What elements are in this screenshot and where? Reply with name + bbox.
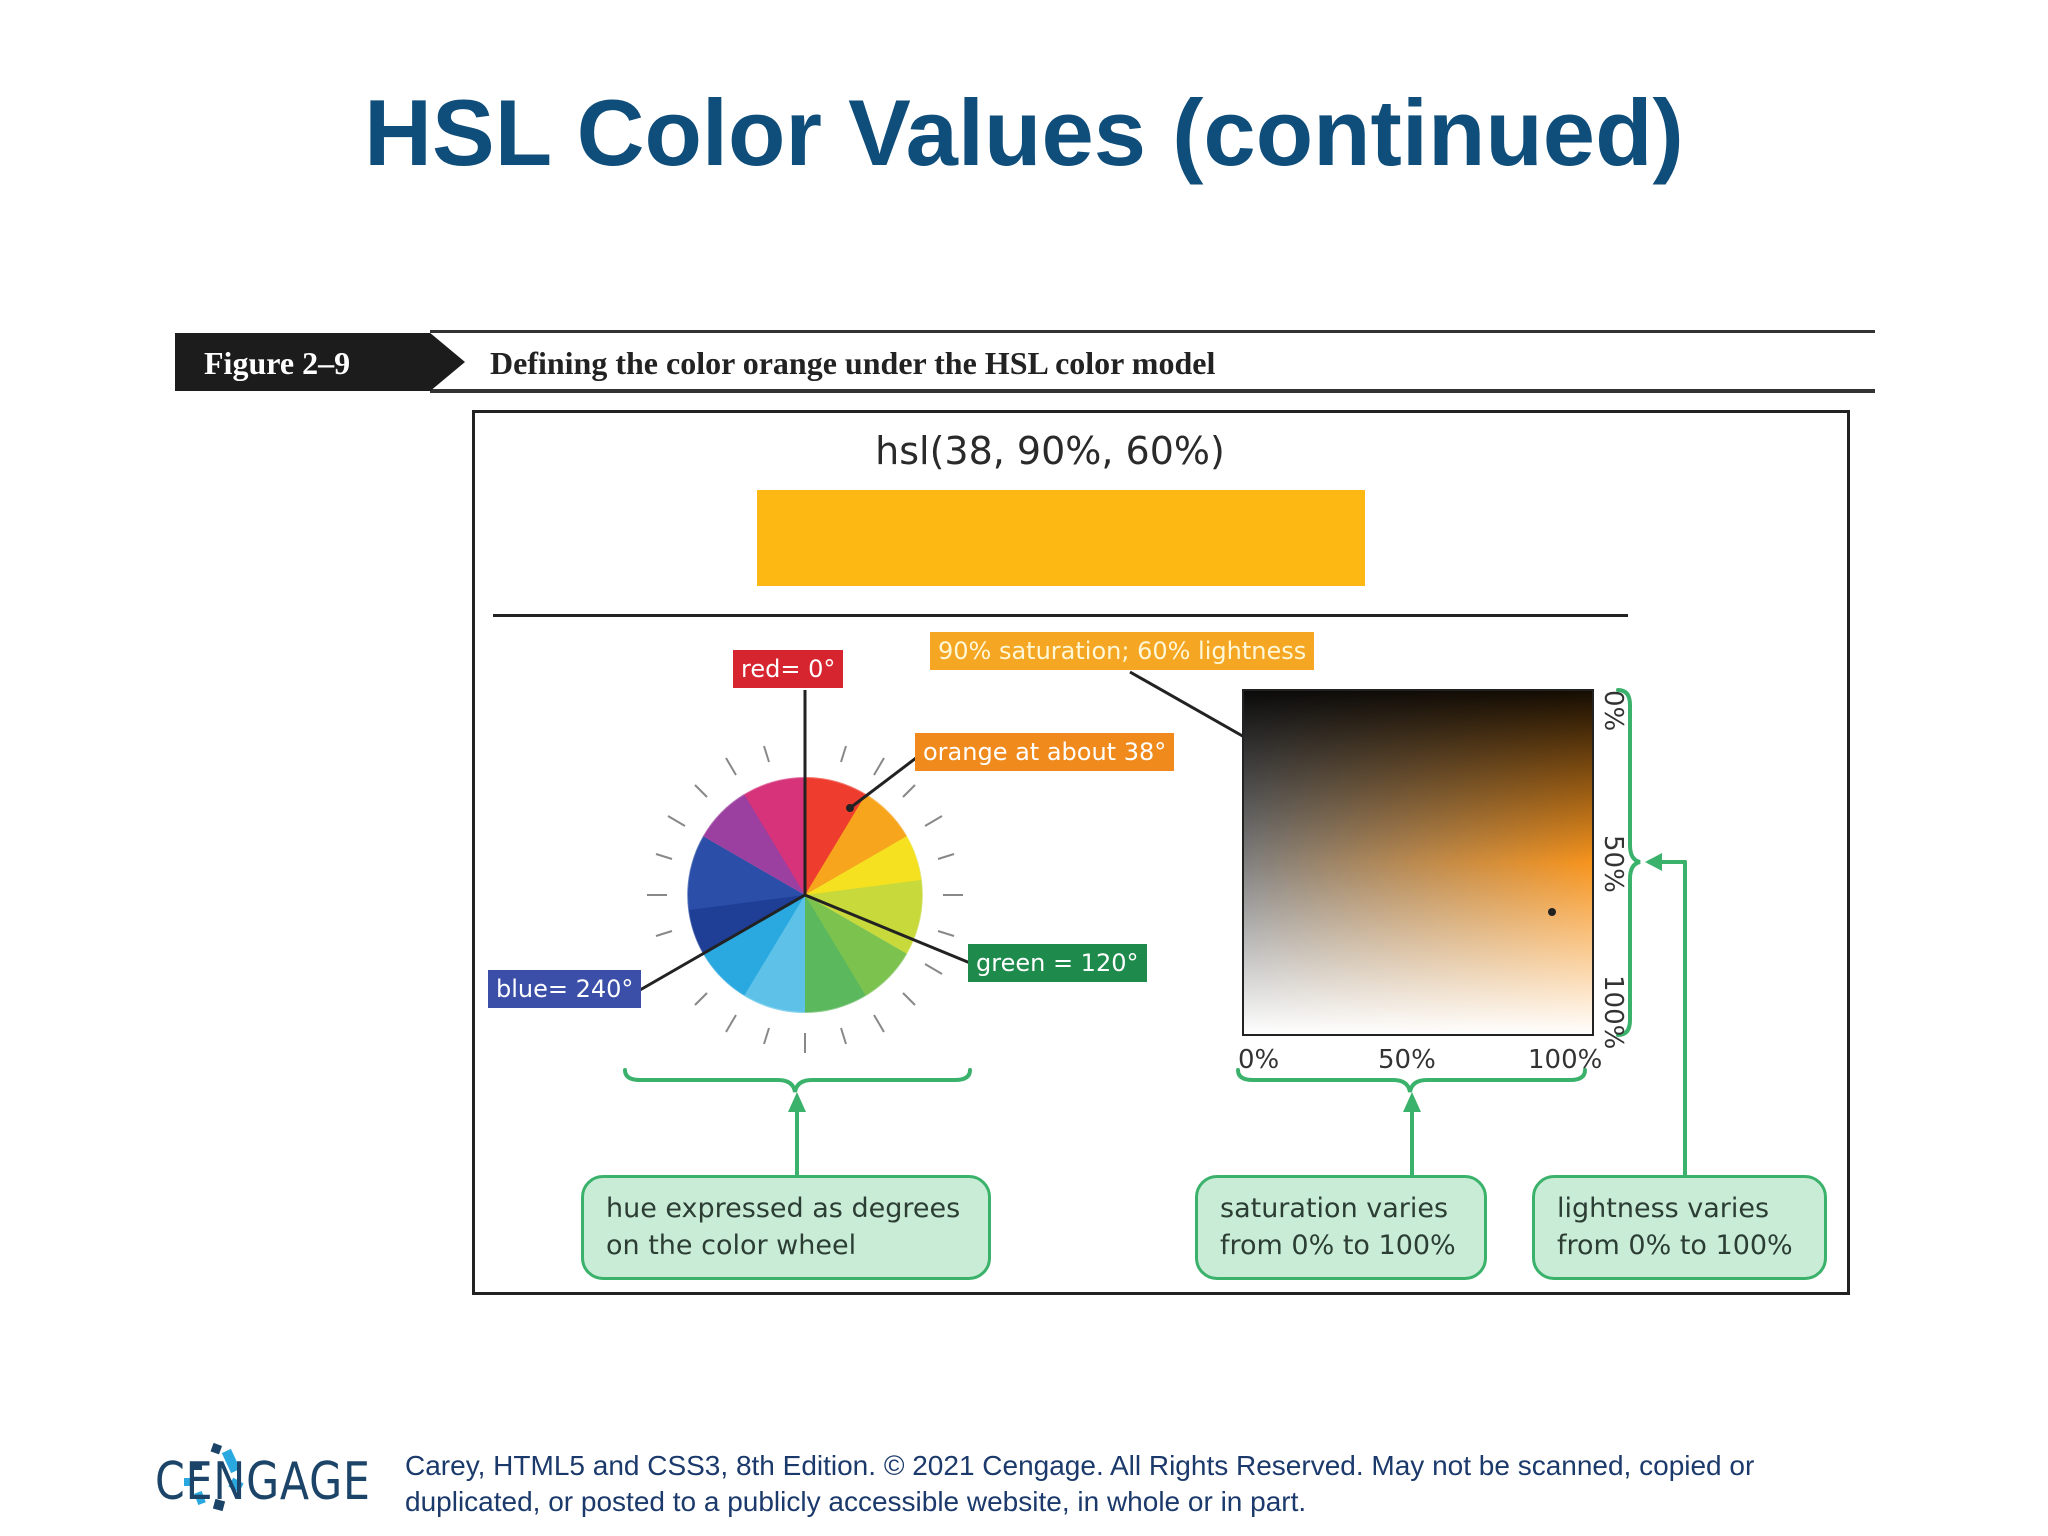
saturation-callout-line-1: saturation varies xyxy=(1220,1193,1449,1224)
figure-divider xyxy=(493,614,1628,617)
blue-hue-tag: blue= 240° xyxy=(488,970,642,1008)
orange-sl-marker xyxy=(1548,908,1556,916)
saturation-lightness-square xyxy=(1242,689,1594,1036)
red-hue-tag: red= 0° xyxy=(733,650,844,688)
hue-callout-line-2: on the color wheel xyxy=(606,1230,857,1261)
callout-arrowheads xyxy=(788,853,1662,1112)
hsl-code-label: hsl(38, 90%, 60%) xyxy=(875,429,1225,473)
figure-number: Figure 2–9 xyxy=(204,345,351,381)
green-hue-tag: green = 120° xyxy=(968,944,1147,982)
hue-callout-line-1: hue expressed as degrees xyxy=(606,1193,961,1224)
figure-number-tab xyxy=(175,333,465,391)
hue-callout: hue expressed as degrees on the color wh… xyxy=(581,1175,991,1280)
saturation-callout-line-2: from 0% to 100% xyxy=(1220,1230,1456,1261)
saturation-axis-end: 100% xyxy=(1528,1045,1603,1075)
copyright-line-1: Carey, HTML5 and CSS3, 8th Edition. © 20… xyxy=(405,1450,1755,1481)
lightness-axis-end: 100% xyxy=(1598,975,1628,1050)
copyright-footer: Carey, HTML5 and CSS3, 8th Edition. © 20… xyxy=(405,1448,1985,1520)
figure-rule-top xyxy=(430,330,1875,333)
saturation-lightness-tag: 90% saturation; 60% lightness xyxy=(930,632,1315,670)
cengage-logo-mark xyxy=(184,1442,244,1512)
color-wheel xyxy=(686,776,924,1014)
cengage-logo-text: CENGAGE xyxy=(155,1452,371,1512)
slide-title: HSL Color Values (continued) xyxy=(364,80,1684,185)
figure-caption: Defining the color orange under the HSL … xyxy=(490,345,1216,381)
lightness-callout: lightness varies from 0% to 100% xyxy=(1532,1175,1827,1280)
saturation-axis-start: 0% xyxy=(1238,1045,1280,1075)
lightness-callout-line-1: lightness varies xyxy=(1557,1193,1770,1224)
lightness-axis-start: 0% xyxy=(1598,690,1628,732)
lightness-axis-mid: 50% xyxy=(1598,835,1628,893)
callout-braces xyxy=(623,688,1687,1177)
orange-hue-marker xyxy=(846,804,854,812)
orange-color-swatch xyxy=(757,490,1365,586)
saturation-axis-mid: 50% xyxy=(1378,1045,1436,1075)
orange-hue-tag: orange at about 38° xyxy=(915,733,1175,771)
figure-rule-bottom xyxy=(430,389,1875,393)
saturation-callout: saturation varies from 0% to 100% xyxy=(1195,1175,1487,1280)
copyright-line-2: duplicated, or posted to a publicly acce… xyxy=(405,1486,1307,1517)
lightness-callout-line-2: from 0% to 100% xyxy=(1557,1230,1793,1261)
